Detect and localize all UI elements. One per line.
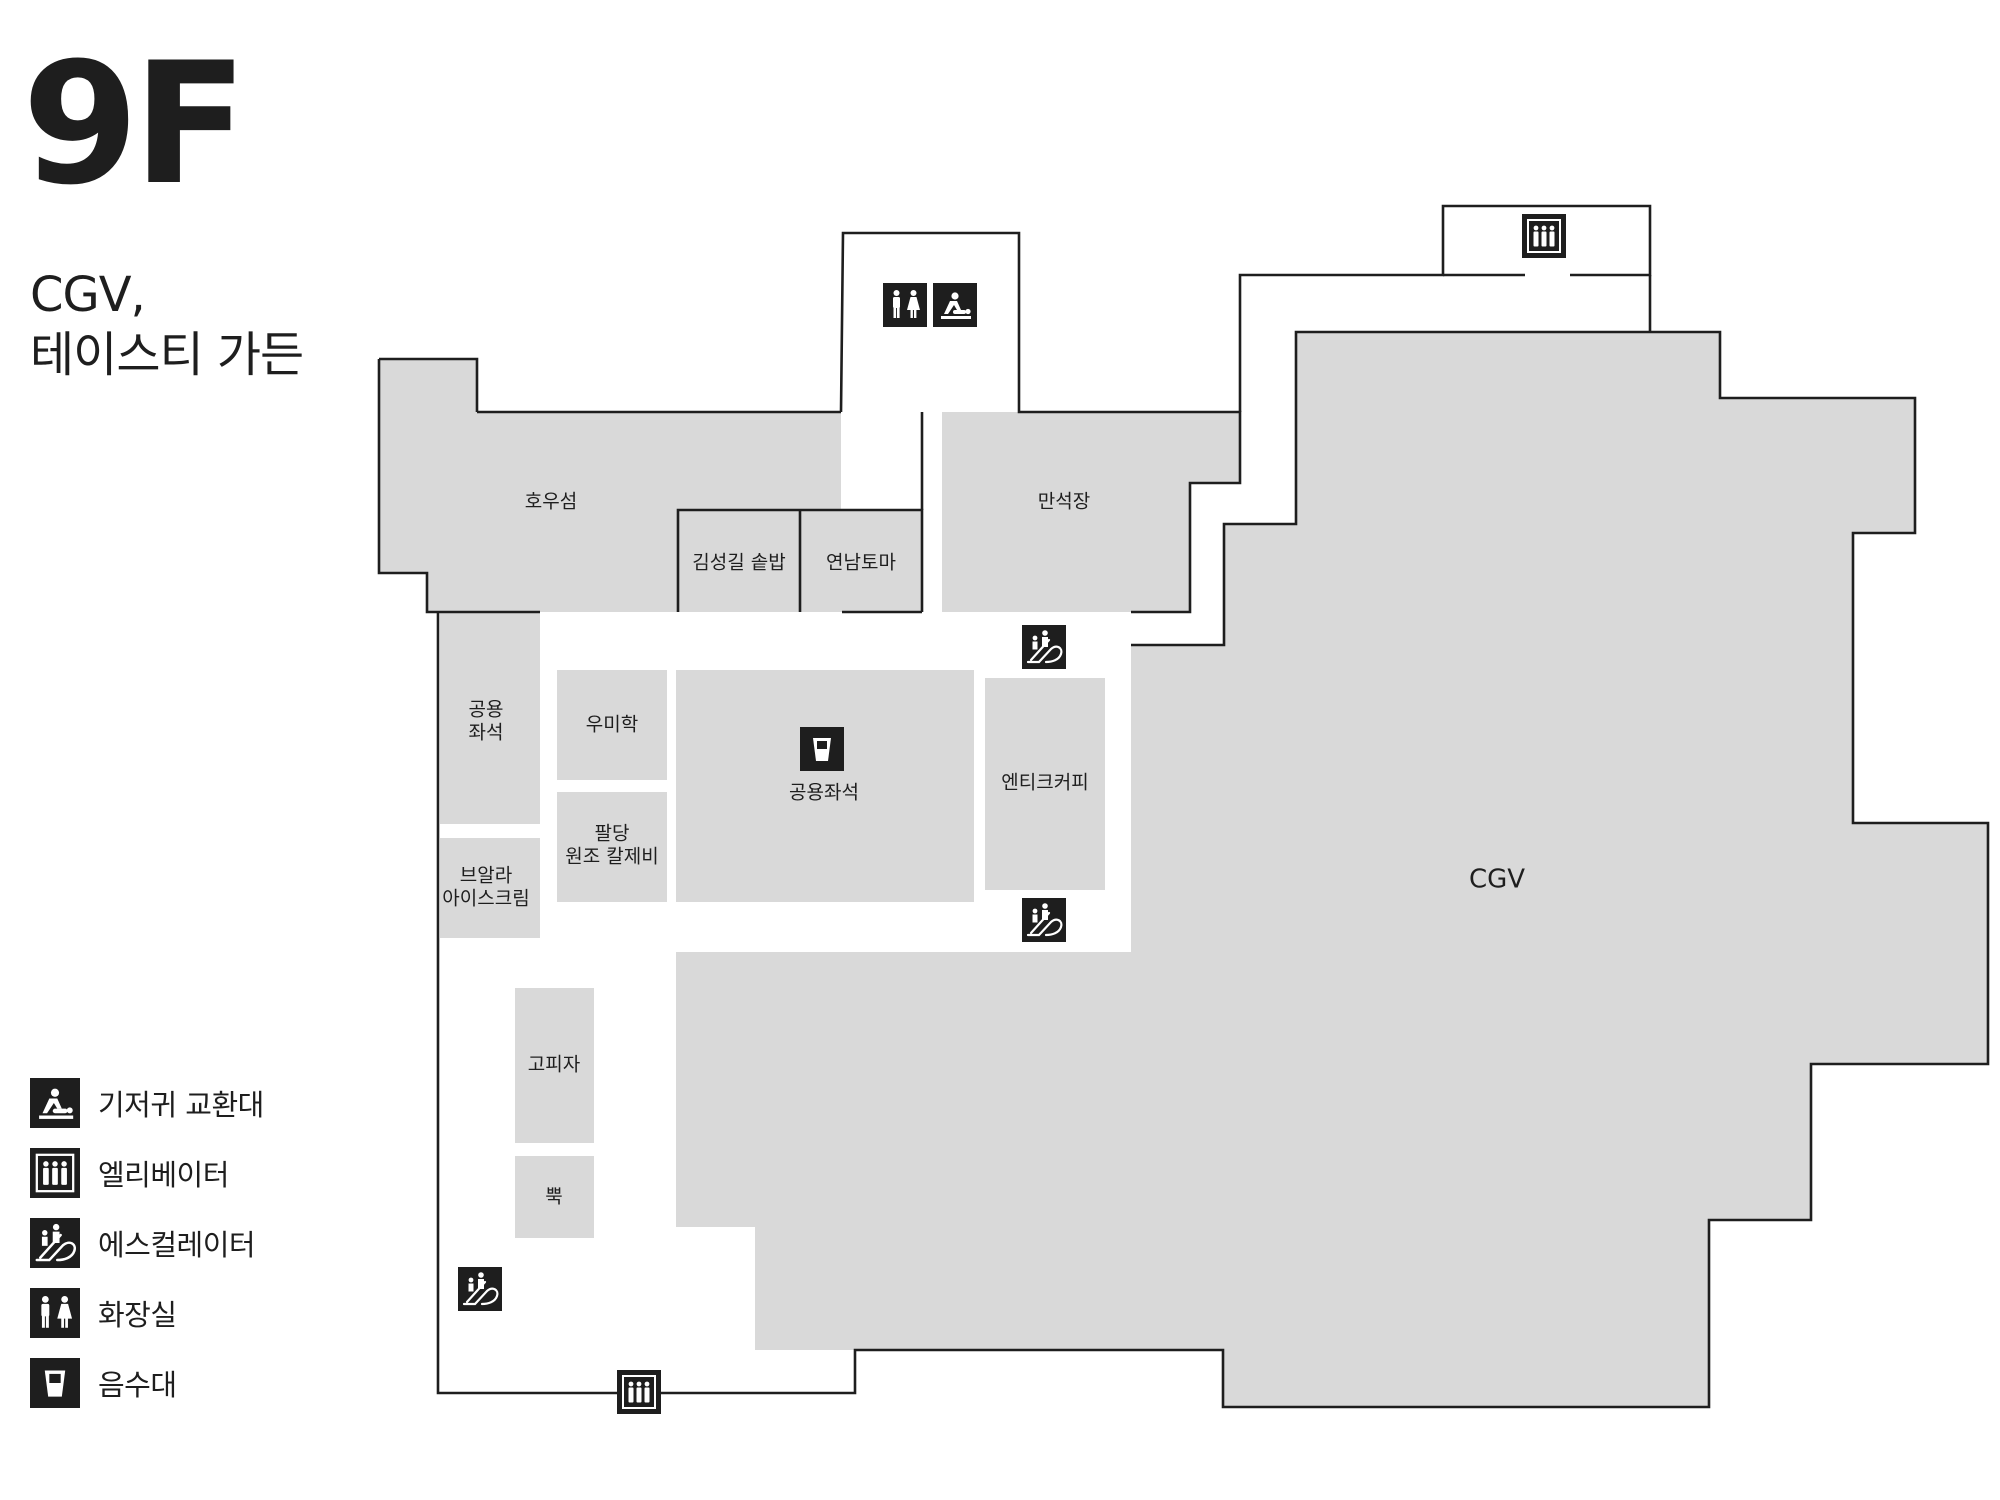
label-kimsunggil: 김성길 솥밥: [692, 552, 785, 574]
label-public-seating-small-1: 공용: [469, 699, 504, 721]
label-public-seating-main: 공용좌석: [789, 782, 859, 804]
legend-item-elevator: 엘리베이터: [30, 1148, 264, 1198]
legend-item-escalator: 에스컬레이터: [30, 1218, 264, 1268]
legend: 기저귀 교환대 엘리베이터 에스컬레이터 화장실 음수대: [30, 1078, 264, 1428]
label-howoosum: 호우섬: [525, 491, 577, 513]
unit-labels: 호우섬 김성길 솥밥 연남토마 만석장 공용 좌석 우미학 팔당 원조 칼제비 …: [442, 491, 1525, 1208]
floor-units: [379, 332, 1988, 1407]
unit-kimsunggil[interactable]: [678, 510, 800, 612]
label-braum-2: 아이스크림: [442, 888, 529, 910]
escalator-icon[interactable]: [456, 1265, 504, 1313]
label-yeonnamtoma: 연남토마: [826, 552, 896, 574]
label-mansukjang: 만석장: [1038, 491, 1090, 513]
unit-cgv[interactable]: [676, 332, 1988, 1407]
floor-title: 9F: [22, 26, 248, 222]
unit-ppuk[interactable]: [515, 1156, 594, 1238]
diaper-changing-icon[interactable]: [933, 283, 977, 327]
restroom-icon[interactable]: [883, 283, 927, 327]
escalator-icon[interactable]: [1020, 623, 1068, 671]
escalator-icon: [30, 1218, 80, 1268]
floor-subtitle-line-2: 테이스티 가든: [30, 327, 304, 383]
legend-label: 화장실: [98, 1298, 177, 1332]
unit-entique[interactable]: [985, 678, 1105, 890]
label-ppuk: 뿍: [545, 1186, 562, 1208]
diaper-changing-icon: [30, 1078, 80, 1128]
label-umihak: 우미학: [586, 714, 638, 736]
unit-public-seating-main[interactable]: [676, 670, 974, 902]
unit-yeonnamtoma[interactable]: [800, 510, 922, 612]
unit-braum[interactable]: [440, 838, 540, 938]
elevator-icon: [30, 1148, 80, 1198]
unit-mansukjang[interactable]: [942, 412, 1240, 612]
floor-subtitle-line-1: CGV,: [30, 267, 146, 323]
restroom-icon: [30, 1288, 80, 1338]
label-gopizza: 고피자: [528, 1054, 580, 1076]
legend-label: 에스컬레이터: [98, 1228, 256, 1262]
label-paldang-1: 팔당: [595, 823, 630, 845]
legend-item-water: 음수대: [30, 1358, 264, 1408]
label-braum-1: 브알라: [460, 865, 512, 887]
label-public-seating-small-2: 좌석: [469, 722, 504, 744]
label-paldang-2: 원조 칼제비: [565, 846, 658, 868]
escalator-icon[interactable]: [1020, 896, 1068, 944]
legend-label: 엘리베이터: [98, 1158, 229, 1192]
water-fountain-icon[interactable]: [800, 727, 844, 771]
label-entique: 엔티크커피: [1001, 772, 1088, 794]
elevator-icon[interactable]: [1521, 213, 1567, 259]
legend-label: 기저귀 교환대: [98, 1088, 264, 1122]
legend-item-diaper: 기저귀 교환대: [30, 1078, 264, 1128]
unit-gopizza[interactable]: [515, 988, 594, 1143]
floor-walls: [377, 204, 1990, 1409]
unit-public-seating-small[interactable]: [440, 612, 540, 824]
legend-item-restroom: 화장실: [30, 1288, 264, 1338]
label-cgv: CGV: [1469, 865, 1525, 895]
unit-paldang[interactable]: [557, 792, 667, 902]
unit-umihak[interactable]: [557, 670, 667, 780]
elevator-icon[interactable]: [616, 1369, 662, 1415]
water-fountain-icon: [30, 1358, 80, 1408]
floor-subtitle: CGV, 테이스티 가든: [30, 265, 304, 385]
legend-label: 음수대: [98, 1368, 177, 1402]
